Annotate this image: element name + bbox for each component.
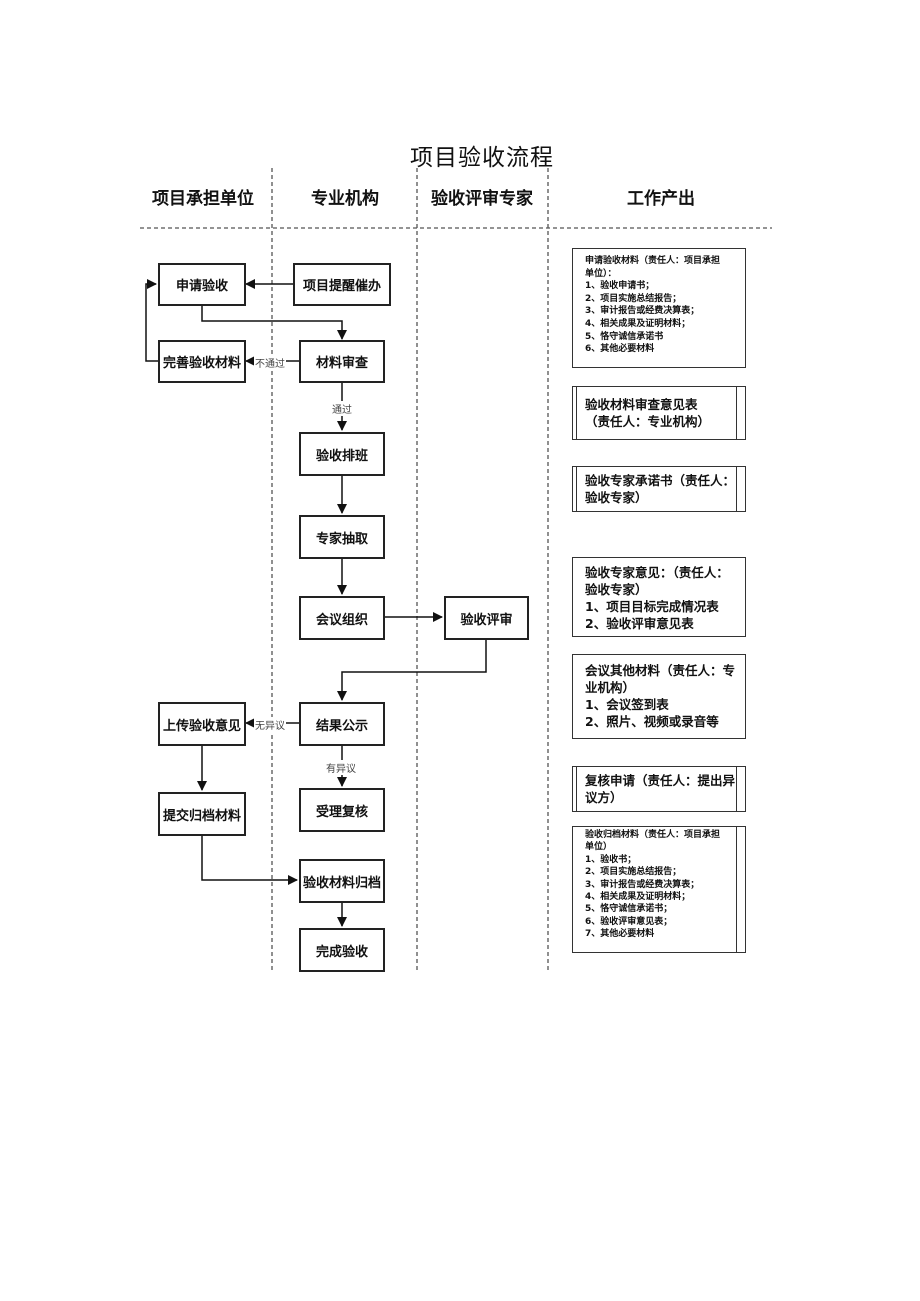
output-archive-materials: 验收归档材料（责任人：项目承担 单位） 1、验收书； 2、项目实施总结报告； 3… [572, 826, 746, 953]
output-line: 验收归档材料（责任人：项目承担 [585, 830, 721, 840]
page-title: 项目验收流程 [410, 145, 554, 171]
node-upload: 上传验收意见 [158, 702, 246, 746]
output-line: 3、审计报告或经费决算表； [585, 306, 700, 317]
edge-label-no-objection: 无异议 [254, 717, 286, 732]
output-line: 议方） [585, 790, 623, 805]
column-header-outputs: 工作产出 [627, 189, 695, 209]
output-line: 7、其他必要材料 [585, 929, 655, 940]
column-header-project-unit: 项目承担单位 [152, 189, 254, 209]
node-remind: 项目提醒催办 [293, 263, 391, 306]
output-line: 5、恪守诚信承诺书 [585, 331, 664, 342]
output-meeting-materials: 会议其他材料（责任人：专 业机构） 1、会议签到表 2、照片、视频或录音等 [572, 654, 746, 739]
node-improve: 完善验收材料 [158, 340, 246, 383]
output-line: 2、项目实施总结报告； [585, 867, 682, 878]
output-expert-opinion: 验收专家意见：（责任人： 验收专家） 1、项目目标完成情况表 2、验收评审意见表 [572, 557, 746, 637]
node-recheck: 受理复核 [299, 788, 385, 832]
node-complete: 完成验收 [299, 928, 385, 972]
output-line: 6、其他必要材料 [585, 344, 655, 355]
node-archive: 验收材料归档 [299, 859, 385, 903]
output-line: 验收专家承诺书（责任人： [585, 473, 736, 488]
output-apply-materials: 申请验收材料（责任人：项目承担 单位）： 1、验收申请书； 2、项目实施总结报告… [572, 248, 746, 368]
output-line: 业机构） [585, 680, 636, 695]
output-line: 2、项目实施总结报告； [585, 293, 682, 304]
output-line: 会议其他材料（责任人：专 [585, 663, 736, 678]
output-line: 6、验收评审意见表； [585, 916, 673, 927]
output-line: 复核申请（责任人：提出异 [585, 773, 736, 788]
output-line: 5、恪守诚信承诺书； [585, 904, 673, 915]
node-review: 材料审查 [299, 340, 385, 383]
output-recheck-application: 复核申请（责任人：提出异 议方） [572, 766, 746, 812]
output-line: 4、相关成果及证明材料； [585, 318, 691, 329]
output-review-opinion: 验收材料审查意见表 （责任人：专业机构） [572, 386, 746, 440]
output-line: 验收专家意见：（责任人： [585, 565, 729, 580]
node-apply: 申请验收 [158, 263, 246, 306]
output-line: 申请验收材料（责任人：项目承担 [585, 256, 721, 266]
output-line: 验收专家） [585, 582, 648, 597]
node-publish: 结果公示 [299, 702, 385, 746]
edge-label-pass: 通过 [331, 401, 353, 416]
edge-label-objection: 有异议 [325, 760, 357, 775]
column-header-experts: 验收评审专家 [431, 189, 533, 209]
node-draw: 专家抽取 [299, 515, 385, 559]
node-meeting: 会议组织 [299, 596, 385, 640]
output-line: 3、审计报告或经费决算表； [585, 879, 700, 890]
output-line: 验收专家） [585, 490, 648, 505]
output-line: 2、照片、视频或录音等 [585, 714, 719, 729]
output-line: 单位） [585, 842, 613, 853]
edge-label-not-pass: 不通过 [254, 355, 286, 370]
node-evaluate: 验收评审 [444, 596, 529, 640]
output-line: 1、验收申请书； [585, 281, 655, 292]
output-line: 2、验收评审意见表 [585, 616, 694, 631]
node-submit: 提交归档材料 [158, 792, 246, 836]
column-header-agency: 专业机构 [311, 189, 379, 209]
output-line: 单位）： [585, 268, 617, 279]
node-schedule: 验收排班 [299, 432, 385, 476]
output-line: 1、验收书； [585, 854, 637, 865]
output-line: 验收材料审查意见表 [585, 397, 698, 412]
output-expert-commitment: 验收专家承诺书（责任人： 验收专家） [572, 466, 746, 512]
output-line: 4、相关成果及证明材料； [585, 892, 691, 903]
output-line: 1、会议签到表 [585, 697, 669, 712]
output-line: 1、项目目标完成情况表 [585, 599, 719, 614]
output-line: （责任人：专业机构） [585, 414, 711, 429]
